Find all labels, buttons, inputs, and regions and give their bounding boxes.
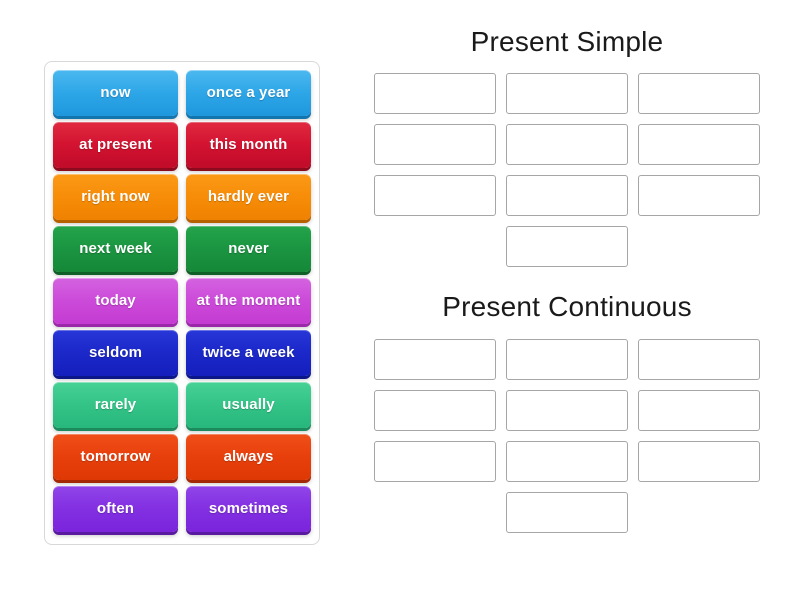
drop-zone[interactable] [374, 440, 496, 482]
drop-zone-slot [502, 389, 633, 431]
drop-zone[interactable] [506, 389, 628, 431]
word-tile-cell: right now [49, 171, 182, 223]
drop-zone[interactable] [374, 389, 496, 431]
word-tile[interactable]: seldom [53, 330, 178, 376]
word-tile-cell: never [182, 223, 315, 275]
drop-zone-slot [634, 389, 765, 431]
word-tile[interactable]: once a year [186, 70, 311, 116]
word-tile-cell: today [49, 275, 182, 327]
drop-zone-slot [502, 73, 633, 115]
word-tile-cell: next week [49, 223, 182, 275]
word-tile-cell: at the moment [182, 275, 315, 327]
drop-zone-slot [634, 73, 765, 115]
drop-zone-slot [502, 440, 633, 482]
word-tile-cell: often [49, 483, 182, 535]
drop-zone-slot [370, 440, 501, 482]
word-tile-cell: twice a week [182, 327, 315, 379]
drop-zone-grid [352, 73, 782, 268]
category-title: Present Simple [470, 26, 664, 57]
word-tile-cell: seldom [49, 327, 182, 379]
drop-zone[interactable] [506, 73, 628, 115]
drop-zone-slot [370, 124, 501, 166]
word-tile-cell: usually [182, 379, 315, 431]
drop-zone-slot [370, 73, 501, 115]
word-tile[interactable]: next week [53, 226, 178, 272]
drop-zone[interactable] [638, 124, 760, 166]
word-tile-cell: sometimes [182, 483, 315, 535]
word-tile[interactable]: never [186, 226, 311, 272]
drop-zone-slot [370, 389, 501, 431]
drop-zone[interactable] [506, 440, 628, 482]
drop-zone-slot [370, 338, 501, 380]
word-tile-cell: this month [182, 119, 315, 171]
word-tile[interactable]: often [53, 486, 178, 532]
word-tile[interactable]: this month [186, 122, 311, 168]
drop-zone-slot [634, 175, 765, 217]
word-tile[interactable]: right now [53, 174, 178, 220]
drop-zone[interactable] [374, 175, 496, 217]
word-tile-cell: tomorrow [49, 431, 182, 483]
drop-zone[interactable] [506, 338, 628, 380]
drop-zone[interactable] [638, 175, 760, 217]
drop-zone[interactable] [638, 440, 760, 482]
drop-zone[interactable] [506, 226, 628, 268]
word-tile[interactable]: rarely [53, 382, 178, 428]
drop-zone-slot [502, 226, 633, 268]
word-tile[interactable]: hardly ever [186, 174, 311, 220]
drop-zone[interactable] [506, 124, 628, 166]
word-tile-cell: rarely [49, 379, 182, 431]
category-section: Present Continuous [340, 291, 800, 533]
drop-zone-slot [502, 491, 633, 533]
category-title: Present Continuous [442, 291, 692, 323]
drop-zone-slot [502, 175, 633, 217]
word-tile[interactable]: twice a week [186, 330, 311, 376]
drop-zone-slot [502, 124, 633, 166]
drop-zone[interactable] [638, 338, 760, 380]
word-tile[interactable]: now [53, 70, 178, 116]
drop-zone-slot [634, 124, 765, 166]
word-tile[interactable]: at the moment [186, 278, 311, 324]
word-tile[interactable]: tomorrow [53, 434, 178, 480]
drop-zone-slot [502, 338, 633, 380]
drop-zone-slot [370, 175, 501, 217]
word-tile[interactable]: always [186, 434, 311, 480]
word-tile-cell: always [182, 431, 315, 483]
drop-zone[interactable] [506, 491, 628, 533]
word-tile-cell: hardly ever [182, 171, 315, 223]
drop-zone[interactable] [506, 175, 628, 217]
word-tile[interactable]: usually [186, 382, 311, 428]
drop-zone[interactable] [374, 73, 496, 115]
category-section: Present Simple [340, 26, 800, 268]
word-tile-cell: at present [49, 119, 182, 171]
word-tile-cell: now [49, 67, 182, 119]
word-tile[interactable]: today [53, 278, 178, 324]
drop-zone-slot [634, 440, 765, 482]
word-tile[interactable]: sometimes [186, 486, 311, 532]
drop-zone[interactable] [638, 389, 760, 431]
word-tile[interactable]: at present [53, 122, 178, 168]
drop-zone[interactable] [638, 73, 760, 115]
drop-zone[interactable] [374, 124, 496, 166]
drop-zone-grid [352, 338, 782, 533]
drop-zone[interactable] [374, 338, 496, 380]
word-tile-cell: once a year [182, 67, 315, 119]
drop-zone-slot [634, 338, 765, 380]
